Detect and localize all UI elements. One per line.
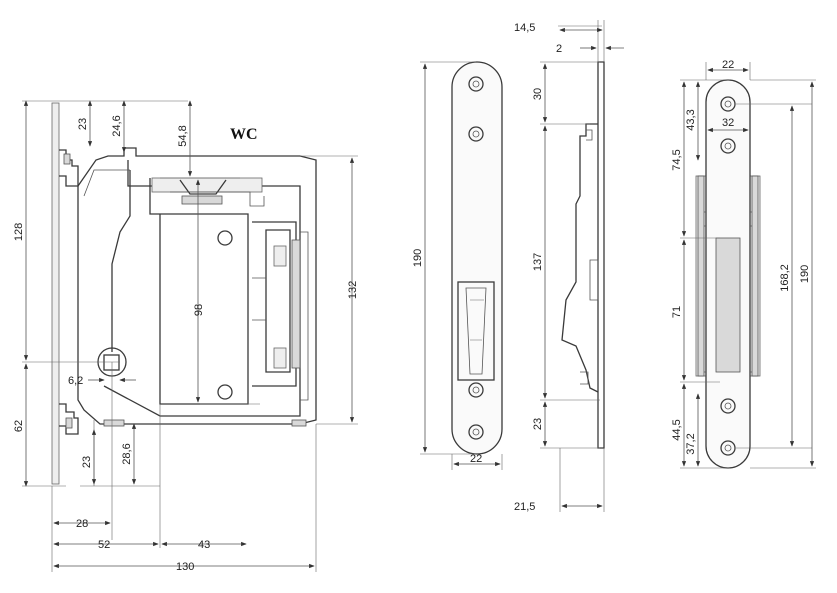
strike-plate-view: 22 32 43,3 74,5 71 44,5 37,2 168,2 190 xyxy=(671,59,816,469)
drawing-title: WC xyxy=(230,126,258,143)
dim-37-2: 37,2 xyxy=(685,433,697,454)
latch-opening xyxy=(457,281,495,381)
dim-6-2: 6,2 xyxy=(68,375,83,387)
dim-128: 128 xyxy=(13,223,25,241)
dim-132: 132 xyxy=(347,281,359,299)
dim-137: 137 xyxy=(532,253,544,271)
dim-190-left: 190 xyxy=(412,249,424,267)
faceplate-view: 190 22 xyxy=(412,61,503,470)
dim-32: 32 xyxy=(722,117,734,129)
dim-98: 98 xyxy=(193,304,205,316)
side-profile-view: 14,5 2 30 137 23 21,5 xyxy=(514,20,624,513)
strike-opening xyxy=(715,237,741,373)
dim-21-5: 21,5 xyxy=(514,501,535,513)
dim-23-top: 23 xyxy=(77,118,89,130)
dim-23-bottom: 23 xyxy=(81,456,93,468)
dim-54-8: 54,8 xyxy=(177,125,189,146)
faceplate xyxy=(451,61,503,455)
dim-71: 71 xyxy=(671,306,683,318)
dim-168-2: 168,2 xyxy=(779,264,791,292)
dim-30: 30 xyxy=(532,88,544,100)
dim-190-right: 190 xyxy=(799,265,811,283)
dim-62: 62 xyxy=(13,420,25,432)
dim-23-side: 23 xyxy=(532,418,544,430)
dim-43-3: 43,3 xyxy=(685,109,697,130)
dim-28-6: 28,6 xyxy=(121,443,133,464)
dim-2: 2 xyxy=(556,43,562,55)
dim-22-faceplate: 22 xyxy=(470,453,482,465)
forend-plate xyxy=(51,102,60,485)
dim-44-5: 44,5 xyxy=(671,419,683,440)
dim-74-5: 74,5 xyxy=(671,149,683,170)
front-view: WC xyxy=(13,100,359,573)
dim-52: 52 xyxy=(98,539,110,551)
side-profile-outline xyxy=(597,61,605,449)
dim-43: 43 xyxy=(198,539,210,551)
dim-28: 28 xyxy=(76,518,88,530)
dim-24-6: 24,6 xyxy=(111,115,123,136)
dim-130: 130 xyxy=(176,561,194,573)
dim-14-5: 14,5 xyxy=(514,22,535,34)
dim-22-strike: 22 xyxy=(722,59,734,71)
